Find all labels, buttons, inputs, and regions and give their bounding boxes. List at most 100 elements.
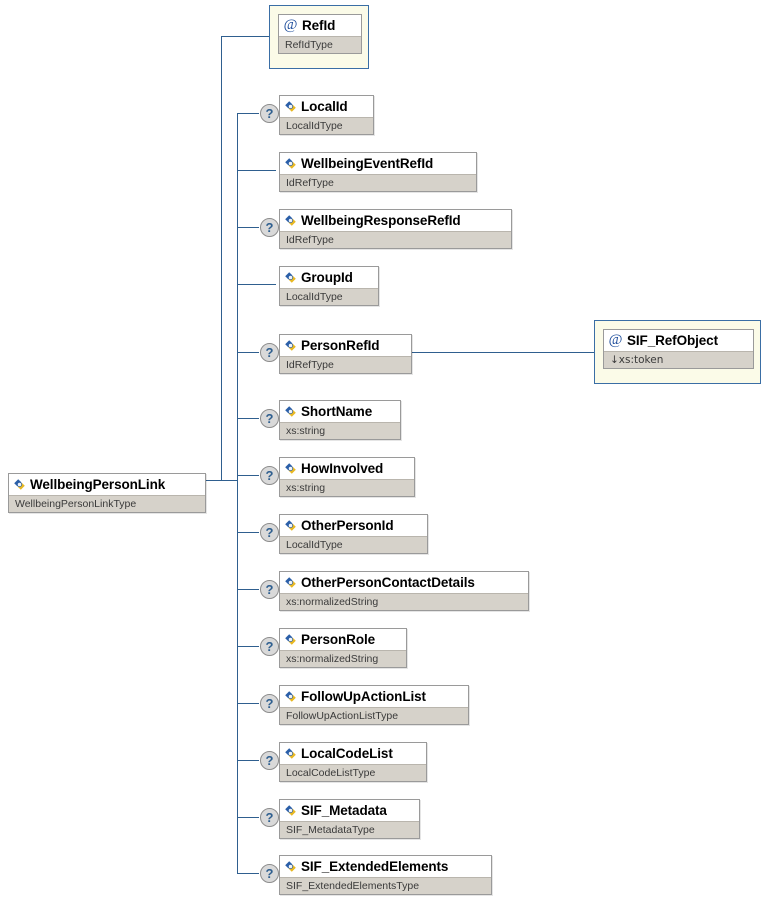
node-header: LocalId (280, 96, 373, 117)
connector-root-stub (206, 480, 238, 481)
node-type: IdRefType (280, 231, 511, 248)
connector-attribute-trunk (221, 36, 222, 481)
node-personrole[interactable]: PersonRole xs:normalizedString (279, 628, 407, 668)
node-otherpersoncontactdetails[interactable]: OtherPersonContactDetails xs:normalizedS… (279, 571, 529, 611)
node-label: WellbeingPersonLink (30, 477, 166, 492)
node-header: WellbeingPersonLink (9, 474, 205, 495)
connector-branch-otherpersoncontactdetails (237, 589, 259, 590)
element-icon (284, 576, 297, 589)
node-header: SIF_ExtendedElements (280, 856, 491, 877)
node-header: LocalCodeList (280, 743, 426, 764)
node-refid[interactable]: @ RefId RefIdType (278, 14, 362, 54)
node-localid[interactable]: LocalId LocalIdType (279, 95, 374, 135)
element-icon (284, 405, 297, 418)
optional-marker-localid: ? (260, 104, 279, 123)
optional-marker-otherpersoncontactdetails: ? (260, 580, 279, 599)
node-label: WellbeingEventRefId (301, 156, 434, 171)
node-shortname[interactable]: ShortName xs:string (279, 400, 401, 440)
element-icon (284, 519, 297, 532)
node-howinvolved[interactable]: HowInvolved xs:string (279, 457, 415, 497)
element-icon (284, 157, 297, 170)
node-header: SIF_Metadata (280, 800, 419, 821)
node-header: PersonRefId (280, 335, 411, 356)
node-type: SIF_MetadataType (280, 821, 419, 838)
connector-branch-groupid (237, 284, 276, 285)
node-type: ↓xs:token (604, 351, 753, 368)
node-wellbeingeventrefid[interactable]: WellbeingEventRefId IdRefType (279, 152, 477, 192)
node-header: @ RefId (279, 15, 361, 36)
optional-marker-shortname: ? (260, 409, 279, 428)
element-icon (13, 478, 26, 491)
connector-branch-personrefid (237, 352, 259, 353)
node-sifmetadata[interactable]: SIF_Metadata SIF_MetadataType (279, 799, 420, 839)
connector-personrefid-to-sifrefobject (412, 352, 594, 353)
element-icon (284, 214, 297, 227)
node-type: LocalCodeListType (280, 764, 426, 781)
connector-branch-followupactionlist (237, 703, 259, 704)
connector-branch-localcodelist (237, 760, 259, 761)
node-label: SIF_Metadata (301, 803, 387, 818)
connector-element-trunk (237, 113, 238, 873)
connector-branch-wellbeingresponserefid (237, 227, 259, 228)
optional-marker-wellbeingresponserefid: ? (260, 218, 279, 237)
node-label: SIF_ExtendedElements (301, 859, 449, 874)
optional-marker-personrefid: ? (260, 343, 279, 362)
attribute-frame-refid: @ RefId RefIdType (269, 5, 369, 69)
node-wellbeingpersonlink[interactable]: WellbeingPersonLink WellbeingPersonLinkT… (8, 473, 206, 513)
node-followupactionlist[interactable]: FollowUpActionList FollowUpActionListTyp… (279, 685, 469, 725)
connector-branch-personrole (237, 646, 259, 647)
node-label: HowInvolved (301, 461, 384, 476)
node-wellbeingresponserefid[interactable]: WellbeingResponseRefId IdRefType (279, 209, 512, 249)
node-type: IdRefType (280, 356, 411, 373)
element-icon (284, 633, 297, 646)
node-header: HowInvolved (280, 458, 414, 479)
node-type: IdRefType (280, 174, 476, 191)
node-type: LocalIdType (280, 117, 373, 134)
optional-marker-followupactionlist: ? (260, 694, 279, 713)
node-sifextendedelements[interactable]: SIF_ExtendedElements SIF_ExtendedElement… (279, 855, 492, 895)
node-type: xs:string (280, 479, 414, 496)
node-label: SIF_RefObject (627, 333, 718, 348)
optional-marker-sifmetadata: ? (260, 808, 279, 827)
node-label: RefId (302, 18, 336, 33)
node-header: @ SIF_RefObject (604, 330, 753, 351)
element-icon (284, 860, 297, 873)
node-groupid[interactable]: GroupId LocalIdType (279, 266, 379, 306)
connector-attribute-refid (221, 36, 269, 37)
element-icon (284, 747, 297, 760)
connector-branch-sifmetadata (237, 817, 259, 818)
node-header: OtherPersonId (280, 515, 427, 536)
node-type: FollowUpActionListType (280, 707, 468, 724)
node-label: PersonRefId (301, 338, 380, 353)
connector-branch-howinvolved (237, 475, 259, 476)
node-label: OtherPersonId (301, 518, 394, 533)
node-type: RefIdType (279, 36, 361, 53)
node-personrefid[interactable]: PersonRefId IdRefType (279, 334, 412, 374)
connector-branch-wellbeingeventrefid (237, 170, 276, 171)
node-header: WellbeingResponseRefId (280, 210, 511, 231)
attribute-icon: @ (283, 17, 298, 33)
element-icon (284, 339, 297, 352)
optional-marker-sifextendedelements: ? (260, 864, 279, 883)
node-sifrefobject[interactable]: @ SIF_RefObject ↓xs:token (603, 329, 754, 369)
element-icon (284, 690, 297, 703)
optional-marker-otherpersonid: ? (260, 523, 279, 542)
node-type: LocalIdType (280, 536, 427, 553)
element-icon (284, 100, 297, 113)
node-localcodelist[interactable]: LocalCodeList LocalCodeListType (279, 742, 427, 782)
node-otherpersonid[interactable]: OtherPersonId LocalIdType (279, 514, 428, 554)
node-type: LocalIdType (280, 288, 378, 305)
node-header: ShortName (280, 401, 400, 422)
node-type: xs:string (280, 422, 400, 439)
optional-marker-personrole: ? (260, 637, 279, 656)
node-type: SIF_ExtendedElementsType (280, 877, 491, 894)
node-label: WellbeingResponseRefId (301, 213, 461, 228)
node-type: xs:normalizedString (280, 593, 528, 610)
optional-marker-localcodelist: ? (260, 751, 279, 770)
node-header: GroupId (280, 267, 378, 288)
connector-branch-localid (237, 113, 259, 114)
connector-branch-otherpersonid (237, 532, 259, 533)
attribute-frame-sifrefobject: @ SIF_RefObject ↓xs:token (594, 320, 761, 384)
node-label: GroupId (301, 270, 353, 285)
